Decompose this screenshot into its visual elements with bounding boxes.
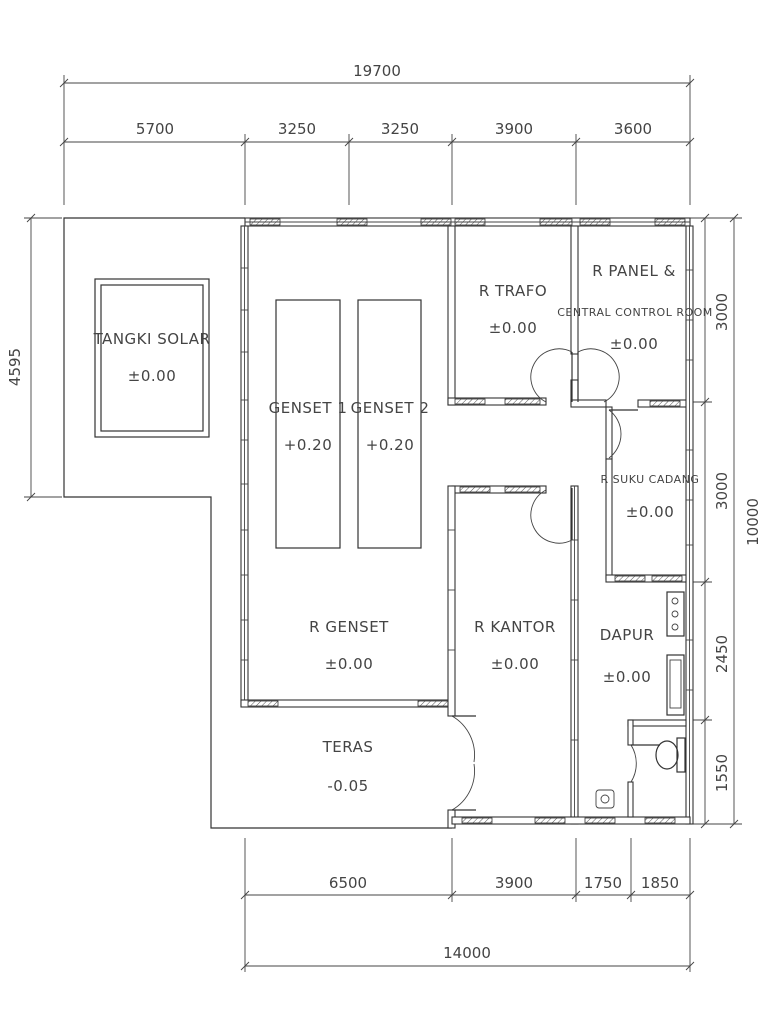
dim-left-tank: 4595 xyxy=(6,348,24,386)
dim-bottom-total: 14000 xyxy=(443,944,491,962)
dim-top-3: 3250 xyxy=(381,120,419,138)
dim-top-total: 19700 xyxy=(353,62,401,80)
left-dimension: 4595 xyxy=(6,213,62,502)
fixtures xyxy=(275,299,686,809)
level-tangki-solar: ±0.00 xyxy=(128,367,176,385)
stove xyxy=(666,591,685,637)
dim-bottom-2: 3900 xyxy=(495,874,533,892)
solar-tank xyxy=(94,278,210,438)
walls xyxy=(240,217,694,829)
label-tangki-solar: TANGKI SOLAR xyxy=(93,330,211,348)
dim-right-3: 2450 xyxy=(713,635,731,673)
level-r-kantor: ±0.00 xyxy=(491,655,539,673)
doors xyxy=(451,348,660,811)
label-teras: TERAS xyxy=(322,738,374,756)
dim-right-total: 10000 xyxy=(744,498,762,546)
label-dapur: DAPUR xyxy=(600,626,655,644)
dim-bottom-1: 6500 xyxy=(329,874,367,892)
site-outline xyxy=(63,217,452,829)
label-r-suku-cadang: R SUKU CADANG xyxy=(601,473,700,486)
top-dimensions: 19700 5700 3250 3250 3900 3600 xyxy=(59,62,695,205)
genset-1-pad xyxy=(275,299,341,549)
label-genset-2: GENSET 2 xyxy=(351,399,430,417)
genset-2-pad xyxy=(357,299,422,549)
dim-right-1: 3000 xyxy=(713,293,731,331)
level-r-genset: ±0.00 xyxy=(325,655,373,673)
label-r-genset: R GENSET xyxy=(309,618,389,636)
label-r-trafo: R TRAFO xyxy=(479,282,547,300)
dim-top-5: 3600 xyxy=(614,120,652,138)
level-genset-1: +0.20 xyxy=(284,436,332,454)
level-r-suku-cadang: ±0.00 xyxy=(626,503,674,521)
level-r-trafo: ±0.00 xyxy=(489,319,537,337)
label-genset-1: GENSET 1 xyxy=(269,399,348,417)
dim-bottom-4: 1850 xyxy=(641,874,679,892)
dim-right-2: 3000 xyxy=(713,472,731,510)
dim-top-2: 3250 xyxy=(278,120,316,138)
label-r-kantor: R KANTOR xyxy=(474,618,556,636)
level-r-panel: ±0.00 xyxy=(610,335,658,353)
right-dimensions: 3000 3000 2450 1550 10000 xyxy=(690,213,762,829)
dim-right-4: 1550 xyxy=(713,754,731,792)
level-dapur: ±0.00 xyxy=(603,668,651,686)
sink xyxy=(666,654,685,716)
dim-top-1: 5700 xyxy=(136,120,174,138)
room-labels: TANGKI SOLAR ±0.00 GENSET 1 +0.20 GENSET… xyxy=(93,262,713,795)
level-teras: -0.05 xyxy=(327,777,368,795)
toilet xyxy=(676,737,686,773)
bottom-dimensions: 6500 3900 1750 1850 14000 xyxy=(240,838,695,972)
label-r-panel-2: CENTRAL CONTROL ROOM xyxy=(557,306,713,319)
level-genset-2: +0.20 xyxy=(366,436,414,454)
dim-top-4: 3900 xyxy=(495,120,533,138)
label-r-panel-1: R PANEL & xyxy=(592,262,676,280)
dim-bottom-3: 1750 xyxy=(584,874,622,892)
